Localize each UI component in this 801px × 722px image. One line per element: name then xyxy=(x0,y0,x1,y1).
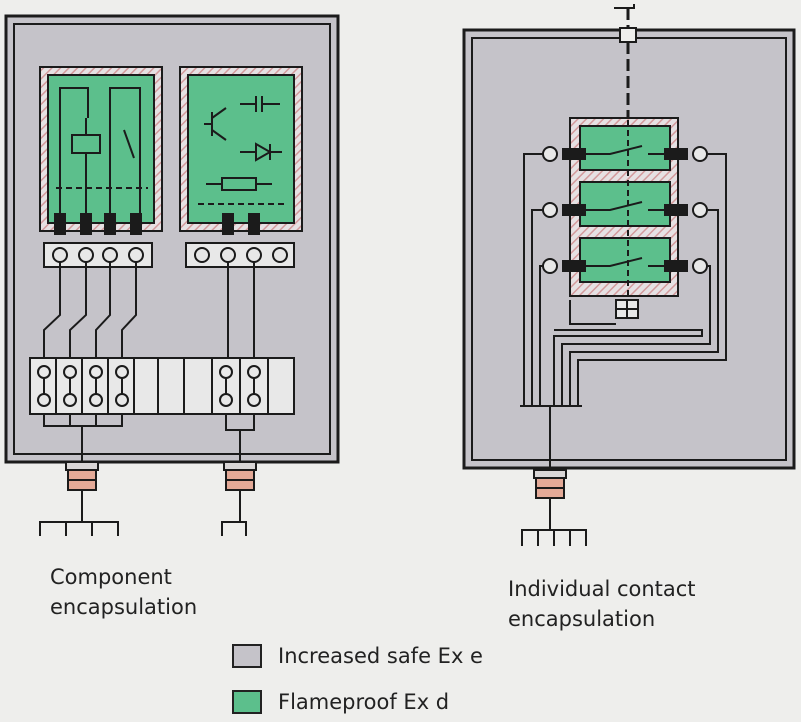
external-cable-left xyxy=(39,490,247,536)
legend-label: Flameproof Ex d xyxy=(278,690,450,714)
legend-label: Increased safe Ex e xyxy=(278,644,483,668)
legend-item-flameproof: Flameproof Ex d xyxy=(232,690,449,714)
legend-item-increased-safe: Increased safe Ex e xyxy=(232,644,483,668)
contact-wiring xyxy=(520,153,727,470)
caption-component-encapsulation: Component encapsulation xyxy=(50,562,197,622)
electronics-terminals xyxy=(194,247,288,263)
caption-line: Component xyxy=(50,565,172,589)
actuator-shaft xyxy=(614,4,637,120)
external-cable-right xyxy=(521,498,587,546)
diode-symbol xyxy=(240,142,282,162)
cable-gland-3 xyxy=(533,469,567,499)
caption-line: encapsulation xyxy=(508,607,656,631)
legend-swatch-grey xyxy=(232,644,262,668)
resistor-symbol xyxy=(206,177,272,191)
transistor-symbol xyxy=(204,107,227,141)
electronics-flameproof-module xyxy=(179,66,303,268)
relay-schematic xyxy=(56,87,148,228)
caption-individual-contact-encapsulation: Individual contact encapsulation xyxy=(508,574,696,634)
caption-line: encapsulation xyxy=(50,595,198,619)
contact-terminals xyxy=(542,146,708,274)
contact-bushings xyxy=(562,148,688,272)
terminal-strip xyxy=(29,357,295,415)
relay-flameproof-module xyxy=(39,66,163,268)
cable-gland-2 xyxy=(223,461,257,491)
cable-gland-1 xyxy=(65,461,99,491)
contact-stack xyxy=(562,117,688,319)
outgoing-wiring-left xyxy=(43,414,255,462)
electronics-bushings xyxy=(222,213,260,235)
internal-wiring xyxy=(43,262,255,360)
caption-line: Individual contact xyxy=(508,577,696,601)
relay-bushings xyxy=(54,213,142,235)
capacitor-symbol xyxy=(240,96,280,112)
legend-swatch-green xyxy=(232,690,262,714)
